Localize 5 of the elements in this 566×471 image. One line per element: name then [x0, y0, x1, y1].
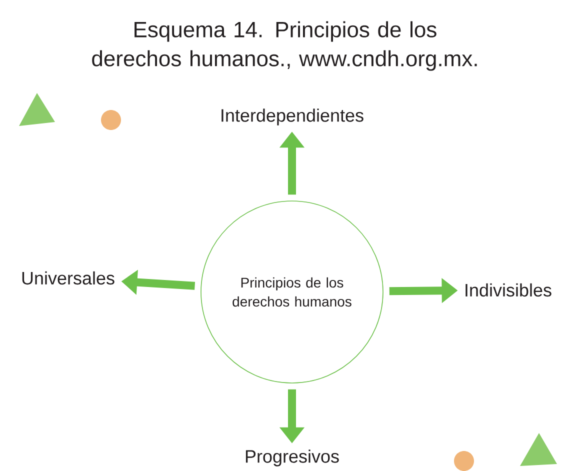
title: Esquema 14. Principios de los derechos humanos., www.cndh.org.mx. [92, 21, 477, 71]
label-text: Universales [22, 271, 114, 285]
label-text: Progresivos [246, 450, 339, 466]
label-text: Indivisibles [466, 283, 552, 297]
label-text: Interdependientes [222, 108, 364, 126]
